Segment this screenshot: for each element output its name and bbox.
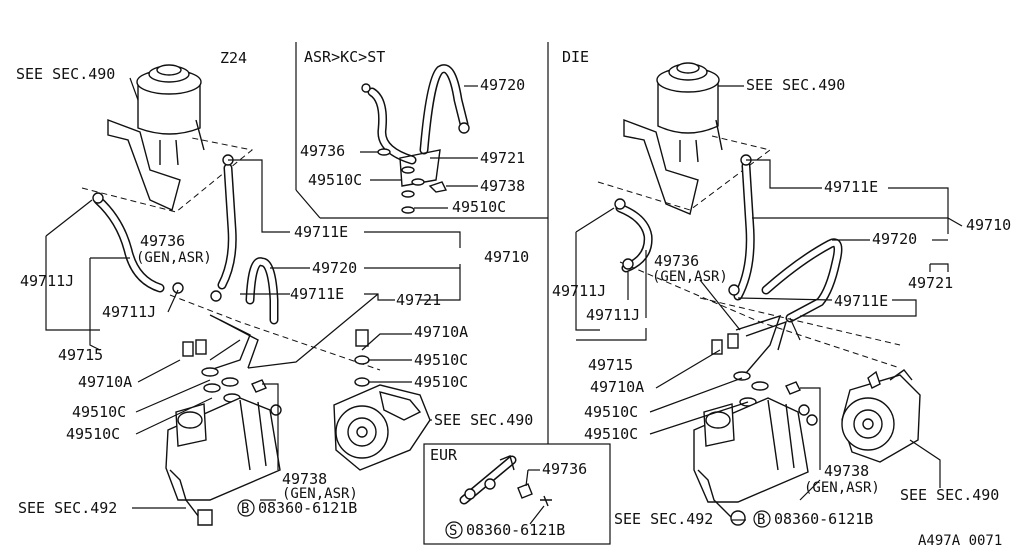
left-bolt-symbol-circle (237, 499, 255, 517)
right-label-49510c-a: 49510C (584, 403, 638, 421)
section-title-z24: Z24 (220, 49, 247, 67)
right-label-49738: 49738 (824, 462, 869, 480)
asr-leaders (360, 85, 478, 209)
eur-drawing (459, 455, 552, 525)
left-fittings (182, 339, 267, 403)
left-label-see-sec-490: SEE SEC.490 (16, 65, 115, 83)
asr-drawing (361, 64, 470, 214)
left-label-gen-asr-a: (GEN,ASR) (136, 250, 212, 266)
right-label-49720: 49720 (872, 230, 917, 248)
right-reservoir (623, 62, 723, 215)
asr-label-49721: 49721 (480, 149, 525, 167)
left-label-49510c-b: 49510C (66, 425, 120, 443)
asr-label-49510c-a: 49510C (308, 171, 362, 189)
left-label-49510c-c: 49510C (414, 351, 468, 369)
left-label-49510c-d: 49510C (414, 373, 468, 391)
left-reservoir (107, 64, 205, 211)
right-label-49736: 49736 (654, 252, 699, 270)
asr-label-49736: 49736 (300, 142, 345, 160)
right-label-49715: 49715 (588, 356, 633, 374)
left-bolt-symbol: B (241, 501, 249, 517)
left-label-gen-asr-b: (GEN,ASR) (282, 486, 358, 502)
left-pump (333, 329, 431, 471)
eur-screw-symbol: S (449, 523, 457, 539)
left-label-49711e-a: 49711E (294, 223, 348, 241)
section-dividers (295, 42, 611, 545)
left-label-49720: 49720 (312, 259, 357, 277)
right-label-49710: 49710 (966, 216, 1011, 234)
figure-code: A497A 0071 (918, 533, 1002, 549)
left-label-49736: 49736 (140, 232, 185, 250)
right-label-see-sec-492: SEE SEC.492 (614, 510, 713, 528)
left-label-49510c-a: 49510C (72, 403, 126, 421)
section-title-eur: EUR (430, 446, 458, 464)
right-label-see-sec-490-pump: SEE SEC.490 (900, 486, 999, 504)
eur-label-screw: 08360-6121B (466, 521, 565, 539)
eur-screw-symbol-circle (445, 521, 463, 539)
left-steering-gear (165, 397, 282, 526)
left-label-49738: 49738 (282, 470, 327, 488)
left-label-49711e-b: 49711E (290, 285, 344, 303)
right-label-see-sec-490: SEE SEC.490 (746, 76, 845, 94)
right-label-49721: 49721 (908, 274, 953, 292)
asr-label-49738: 49738 (480, 177, 525, 195)
asr-label-49720: 49720 (480, 76, 525, 94)
right-label-49711e-a: 49711E (824, 178, 878, 196)
eur-label-49736: 49736 (542, 460, 587, 478)
right-label-bolt: 08360-6121B (774, 510, 873, 528)
left-label-49711j-a: 49711J (20, 272, 74, 290)
left-label-49710a-b: 49710A (414, 323, 468, 341)
right-bolt-symbol: B (757, 512, 765, 528)
section-title-asr: ASR>KC>ST (304, 48, 385, 66)
right-label-49711j-a: 49711J (552, 282, 606, 300)
right-label-49510c-b: 49510C (584, 425, 638, 443)
right-label-gen-asr-a: (GEN,ASR) (652, 269, 728, 285)
left-label-bolt: 08360-6121B (258, 499, 357, 517)
right-hoses (597, 135, 901, 381)
left-label-49715: 49715 (58, 346, 103, 364)
right-leaders (575, 85, 963, 521)
left-label-see-sec-492: SEE SEC.492 (18, 499, 117, 517)
right-bolt-symbol-circle (753, 510, 771, 528)
section-title-die: DIE (562, 48, 589, 66)
right-label-gen-asr-b: (GEN,ASR) (804, 480, 880, 496)
right-fittings (711, 333, 801, 407)
left-label-49711j-b: 49711J (102, 303, 156, 321)
left-label-49710a-a: 49710A (78, 373, 132, 391)
asr-label-49510c-b: 49510C (452, 198, 506, 216)
right-steering-gear (693, 397, 818, 526)
left-label-49710: 49710 (484, 248, 529, 266)
right-pump (841, 369, 921, 463)
left-label-49721: 49721 (396, 291, 441, 309)
right-label-49711j-b: 49711J (586, 306, 640, 324)
right-label-49710a: 49710A (590, 378, 644, 396)
right-label-49711e-b: 49711E (834, 292, 888, 310)
left-label-see-sec-490-pump: SEE SEC.490 (434, 411, 533, 429)
left-leaders (45, 77, 461, 509)
